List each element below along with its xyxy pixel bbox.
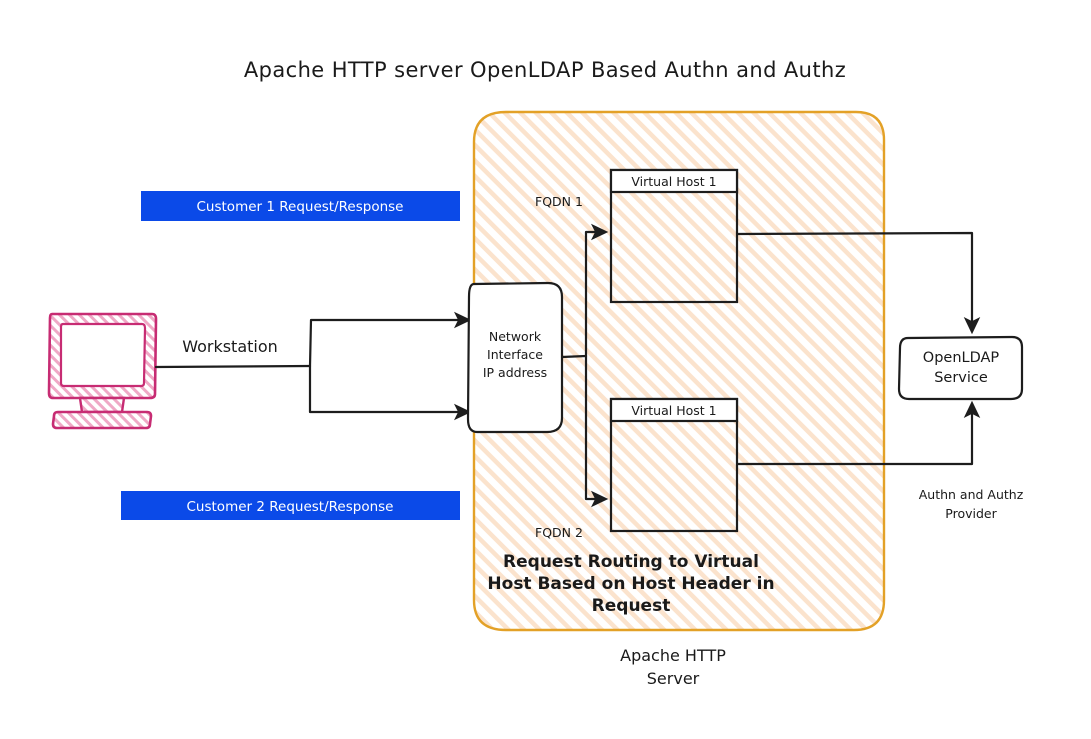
- routing-caption-line-2: Host Based on Host Header in: [487, 574, 774, 594]
- apache-title-line-1: Apache HTTP: [620, 646, 726, 665]
- openldap-line-1: OpenLDAP: [923, 350, 1000, 366]
- ldap-caption-line-1: Authn and Authz: [919, 487, 1024, 502]
- vhost-1-node[interactable]: Virtual Host 1: [609, 168, 739, 304]
- diagram-title: Apache HTTP server OpenLDAP Based Authn …: [244, 58, 846, 82]
- network-interface-line-2: Interface: [487, 347, 543, 362]
- vhost-1-fqdn-label: FQDN 1: [535, 194, 583, 209]
- network-interface-line-3: IP address: [483, 365, 547, 380]
- vhost-2-fqdn-label: FQDN 2: [535, 525, 583, 540]
- openldap-line-2: Service: [934, 370, 988, 386]
- ldap-connectors: [735, 231, 981, 466]
- vhost-1-header: Virtual Host 1: [631, 174, 716, 189]
- apache-container: [472, 110, 886, 632]
- apache-title-line-2: Server: [647, 669, 700, 688]
- customer-1-badge[interactable]: Customer 1 Request/Response: [141, 191, 460, 221]
- routing-caption-line-1: Request Routing to Virtual: [503, 552, 759, 572]
- ldap-caption-line-2: Provider: [945, 506, 997, 521]
- workstation-label: Workstation: [182, 337, 278, 356]
- customer-2-badge-label: Customer 2 Request/Response: [187, 499, 394, 515]
- customer-1-badge-label: Customer 1 Request/Response: [197, 199, 404, 215]
- workstation-connector: [154, 311, 472, 421]
- vhost-2-node[interactable]: Virtual Host 1: [609, 397, 739, 533]
- customer-2-badge[interactable]: Customer 2 Request/Response: [121, 491, 460, 520]
- openldap-service-node[interactable]: OpenLDAP Service: [897, 335, 1024, 401]
- monitor-icon: [47, 312, 158, 430]
- routing-connectors: [560, 223, 609, 508]
- vhost-2-header: Virtual Host 1: [631, 403, 716, 418]
- network-interface-node[interactable]: Network Interface IP address: [466, 281, 564, 434]
- routing-caption-line-3: Request: [592, 596, 671, 616]
- network-interface-line-1: Network: [489, 329, 542, 344]
